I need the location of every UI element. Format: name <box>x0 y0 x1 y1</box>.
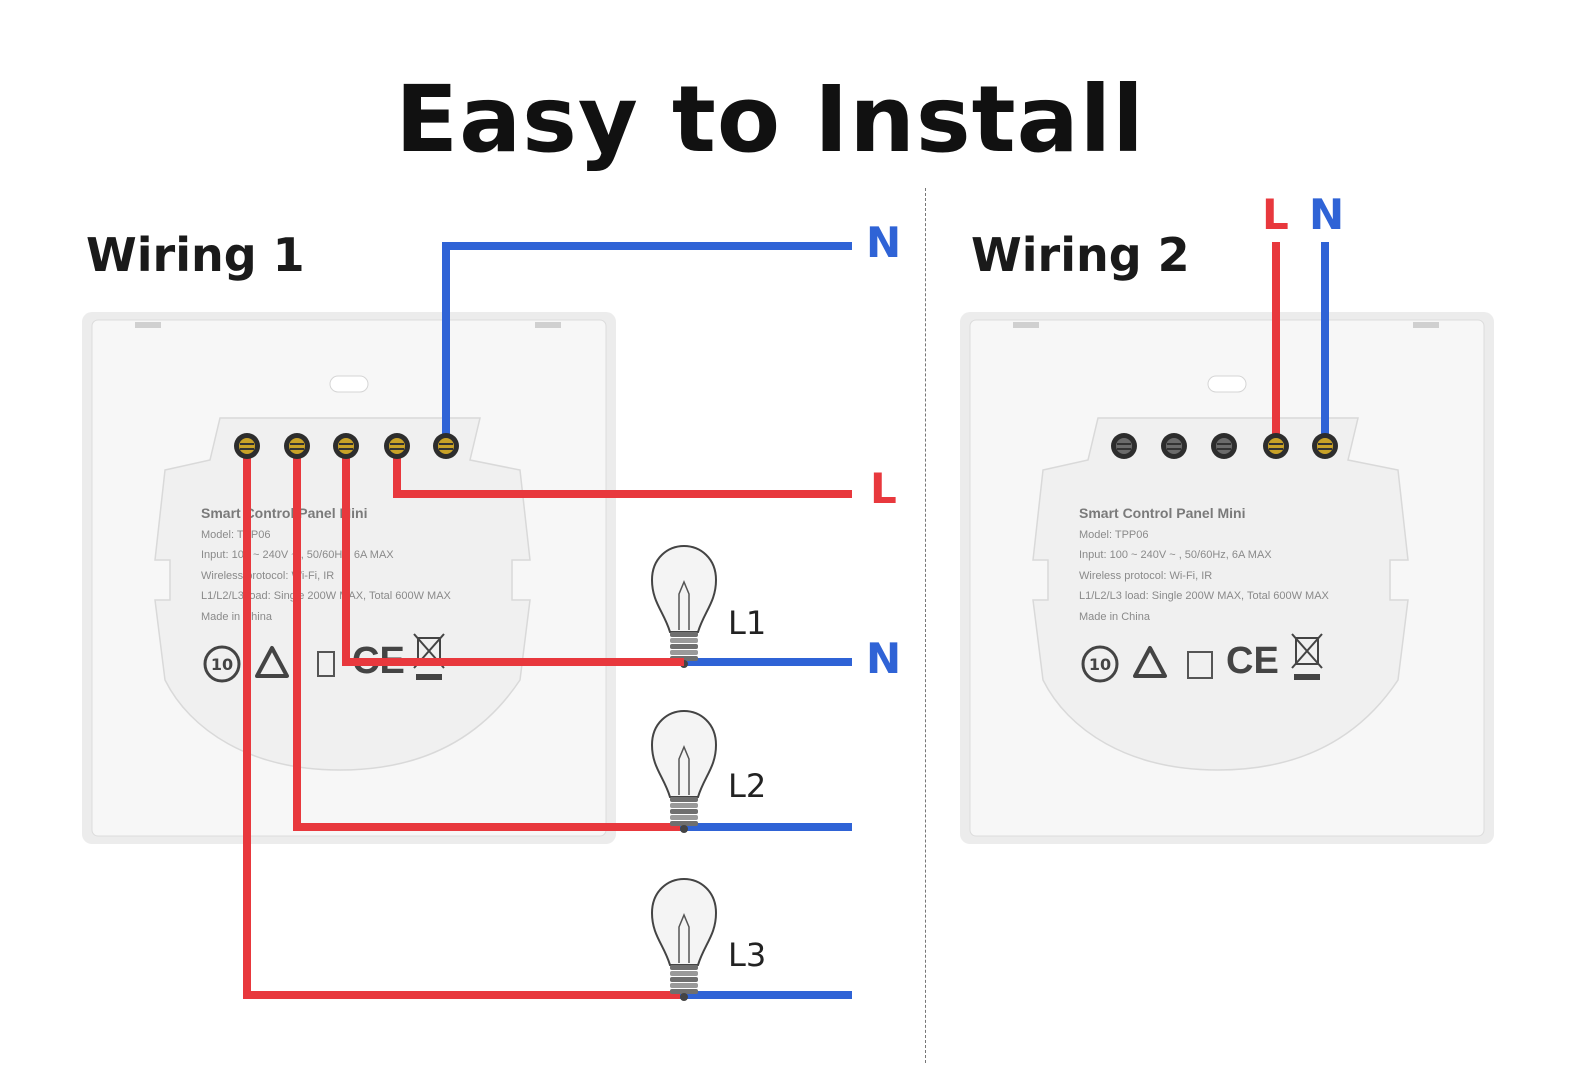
load-label-l2: L2 <box>728 767 767 805</box>
panel-1-mount-slot <box>329 375 369 393</box>
panel-1-load: L1/L2/L3 load: Single 200W MAX, Total 60… <box>201 590 451 602</box>
wiring-1-heading: Wiring 1 <box>86 228 305 282</box>
panel-1-terminal-screw <box>284 433 310 459</box>
panel-2-ce-mark: CE <box>1226 640 1279 682</box>
page-title: Easy to Install <box>395 66 1145 173</box>
panel-2-protocol: Wireless protocol: Wi-Fi, IR <box>1079 570 1213 582</box>
panel-1-protocol: Wireless protocol: Wi-Fi, IR <box>201 570 335 582</box>
panel-2-housing <box>1032 417 1409 771</box>
badge-10-icon: 10 <box>203 645 241 683</box>
svg-text:10: 10 <box>211 655 233 674</box>
wiring-2-heading: Wiring 2 <box>971 228 1190 282</box>
panel-1-input: Input: 100 ~ 240V ~ , 50/60Hz, 6A MAX <box>201 549 394 561</box>
panel-1-clip <box>135 322 161 328</box>
panel-2-clip <box>1013 322 1039 328</box>
light-bulb-l2 <box>650 709 718 833</box>
recycle-icon <box>255 646 289 678</box>
light-bulb-l1 <box>650 544 718 668</box>
panel-1-terminal-screw <box>433 433 459 459</box>
panel-2-mount-slot <box>1207 375 1247 393</box>
panel-2-load: L1/L2/L3 load: Single 200W MAX, Total 60… <box>1079 590 1329 602</box>
panel-1-model: Model: TPP06 <box>201 529 271 541</box>
terminals <box>234 433 1338 459</box>
wiring-2-wires <box>1272 242 1329 446</box>
label-n-top: N <box>866 218 902 267</box>
panel-1-terminal-screw <box>384 433 410 459</box>
panel-2-origin: Made in China <box>1079 611 1150 623</box>
panel-2-input: Input: 100 ~ 240V ~ , 50/60Hz, 6A MAX <box>1079 549 1272 561</box>
recycle-icon <box>1133 646 1167 678</box>
label-n-mid: N <box>866 634 902 683</box>
light-bulb-l3 <box>650 877 718 1001</box>
load-label-l1: L1 <box>728 604 767 642</box>
neutral-wire-top <box>442 242 852 450</box>
panel-2-square-mark <box>1187 651 1213 679</box>
label-l: L <box>870 464 897 513</box>
panel-1-square-mark <box>317 651 335 677</box>
switch-panel-2 <box>960 312 1494 844</box>
panel-1-ce-mark: CE <box>352 640 405 682</box>
label-w2-l: L <box>1262 190 1289 239</box>
label-w2-n: N <box>1309 190 1345 239</box>
panel-2-name: Smart Control Panel Mini <box>1079 505 1246 521</box>
panel-2-terminal-screw <box>1312 433 1338 459</box>
panel-2-terminal-screw <box>1161 433 1187 459</box>
panel-1-terminal-screw <box>234 433 260 459</box>
load-label-l3: L3 <box>728 936 767 974</box>
panel-1-origin: Made in China <box>201 611 272 623</box>
live-wire-input <box>393 442 852 498</box>
panel-2-terminal-screw <box>1263 433 1289 459</box>
panel-2-terminal-screw <box>1111 433 1137 459</box>
weee-bin-icon <box>1291 633 1323 680</box>
section-divider <box>925 188 926 1063</box>
panel-1-name: Smart Control Panel Mini <box>201 505 368 521</box>
panel-2-clip <box>1413 322 1439 328</box>
badge-10-icon: 10 <box>1081 645 1119 683</box>
panel-2-terminal-screw <box>1211 433 1237 459</box>
light-bulbs <box>650 544 718 1001</box>
panel-2-model: Model: TPP06 <box>1079 529 1149 541</box>
svg-text:10: 10 <box>1089 655 1111 674</box>
panel-1-clip <box>535 322 561 328</box>
panel-1-terminal-screw <box>333 433 359 459</box>
